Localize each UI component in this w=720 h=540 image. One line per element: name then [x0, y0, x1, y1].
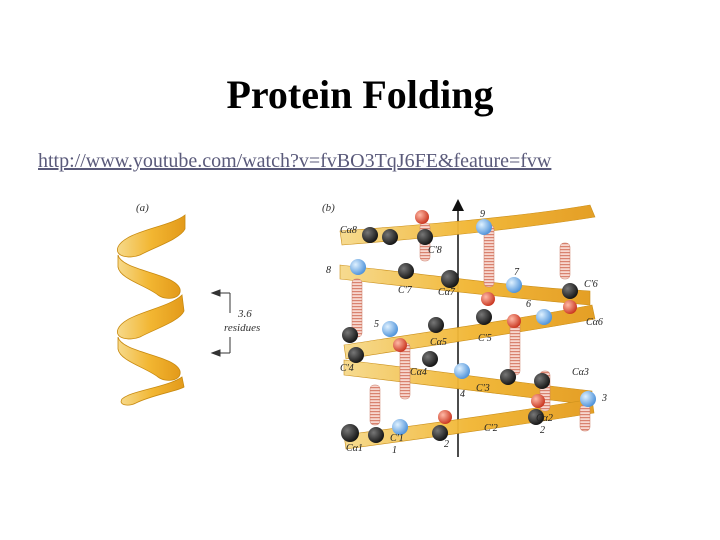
atom-label: Cα2: [536, 413, 553, 424]
atom-label: 6: [526, 299, 531, 310]
atom-label: 7: [514, 267, 520, 278]
atom-label: Cα4: [410, 367, 427, 378]
atom-label: 2: [444, 439, 449, 450]
atom-label: Cα5: [430, 337, 447, 348]
panel-a-label: (a): [136, 202, 149, 214]
alpha-helix-figure: (a) 3.6 residues (b): [116, 199, 607, 457]
atom-label: C'8: [428, 245, 442, 256]
helix-ribbon-a: [116, 214, 186, 406]
atom-label: 5: [374, 319, 379, 330]
atom-label: Cα8: [340, 225, 357, 236]
atom-label: 1: [392, 445, 397, 456]
atom-label: C'1: [390, 433, 404, 444]
panel-b: (b): [322, 199, 607, 457]
atom-label: C'7: [398, 285, 413, 296]
pitch-bracket: [210, 289, 231, 357]
atom-label: C'3: [476, 383, 490, 394]
video-link[interactable]: http://www.youtube.com/watch?v=fvBO3TqJ6…: [38, 150, 552, 172]
atom-label: Cα3: [572, 367, 589, 378]
atoms: [341, 210, 596, 443]
atom-labels: Cα8 C'8 9 8 7 C'7 Cα7 C'6 6 5 Cα6 Cα5 C'…: [326, 209, 607, 456]
panel-b-label: (b): [322, 202, 335, 214]
slide-title: Protein Folding: [226, 72, 494, 117]
pitch-label-residues: residues: [224, 322, 260, 334]
atom-label: 4: [460, 389, 465, 400]
atom-label: 8: [326, 265, 331, 276]
atom-label: C'2: [484, 423, 498, 434]
atom-label: 2: [540, 425, 545, 436]
atom-label: 3: [601, 393, 607, 404]
atom-label: Cα1: [346, 443, 363, 454]
atom-label: C'4: [340, 363, 354, 374]
atom-label: C'6: [584, 279, 598, 290]
panel-a: (a) 3.6 residues: [116, 202, 260, 406]
atom-label: 9: [480, 209, 485, 220]
atom-label: Cα7: [438, 287, 456, 298]
atom-label: C'5: [478, 333, 492, 344]
pitch-label-number: 3.6: [237, 308, 252, 320]
atom-label: Cα6: [586, 317, 603, 328]
